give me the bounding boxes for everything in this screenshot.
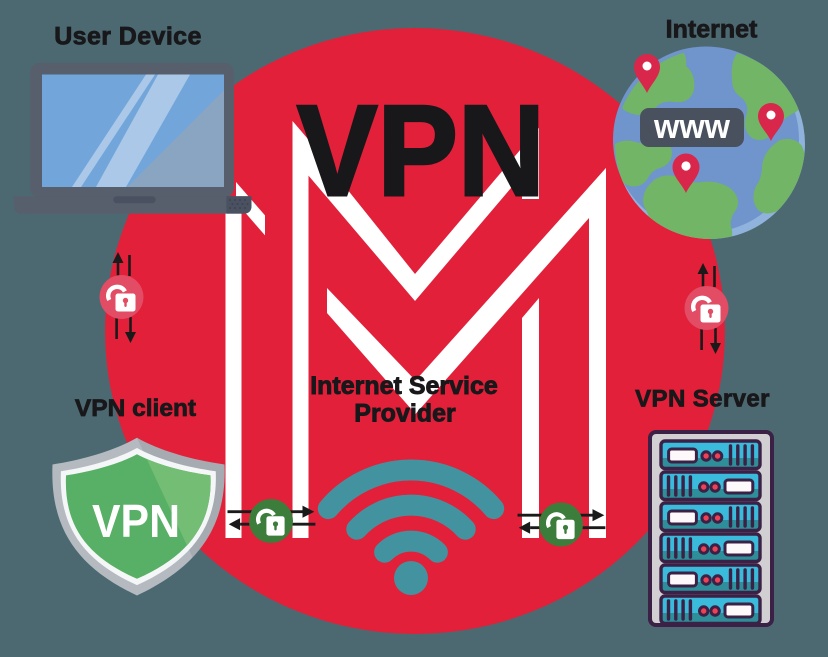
svg-text:User Device: User Device (54, 23, 202, 51)
svg-text:Internet Service: Internet Service (310, 372, 498, 400)
svg-text:VPN Server: VPN Server (635, 386, 770, 413)
svg-text:www: www (653, 108, 730, 146)
svg-text:VPN: VPN (92, 495, 180, 547)
svg-text:VPN client: VPN client (75, 395, 196, 422)
svg-text:Provider: Provider (354, 400, 456, 428)
svg-text:VPN: VPN (297, 79, 545, 223)
svg-text:Internet: Internet (666, 16, 758, 44)
